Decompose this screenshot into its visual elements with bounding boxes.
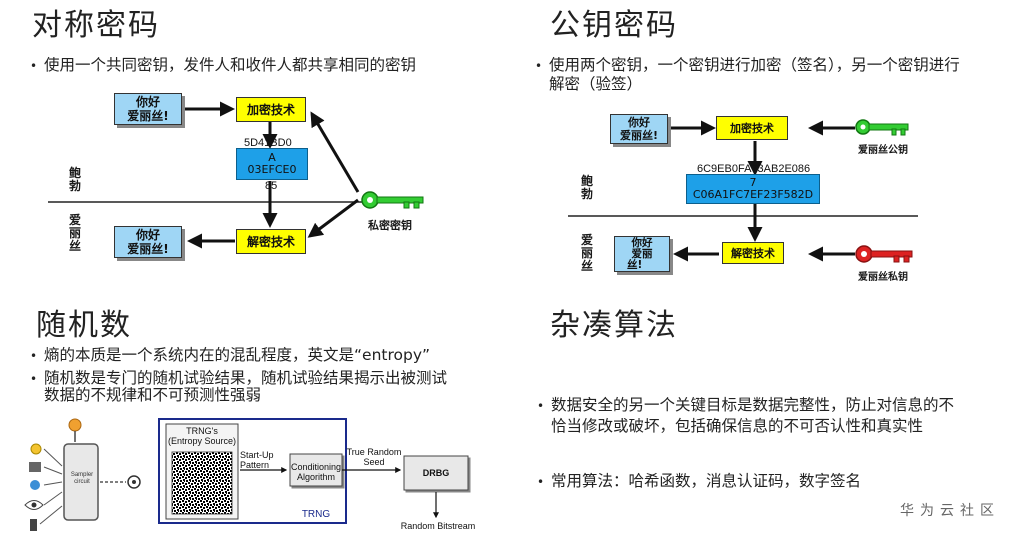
trng-label: TRNG <box>301 509 331 520</box>
alice-text: 爱丽丝! <box>127 242 169 256</box>
bullet-dot: • <box>537 399 545 413</box>
trng-diagram <box>158 418 469 524</box>
alice-text: 爱丽丝! <box>127 109 169 123</box>
bullet-dot: • <box>30 372 38 386</box>
public-key-hello-top: 你好 爱丽丝! <box>610 114 668 144</box>
symmetric-hello-top: 你好 爱丽丝! <box>114 93 182 125</box>
random-bullet-2: • 随机数是专门的随机试验结果，随机试验结果揭示出被测试 数据的不规律和不可预测性… <box>30 370 447 403</box>
private-key-label: 爱丽丝私钥 <box>858 272 908 283</box>
startup-line1: Start-Up <box>240 450 274 460</box>
hello-text: 你好 <box>135 228 160 242</box>
true-random-seed-label: True Random Seed <box>344 447 404 467</box>
symmetric-bullet-text: 使用一个共同密钥，发件人和收件人都共享相同的密钥 <box>44 56 417 74</box>
public-key-icon <box>855 119 909 136</box>
symmetric-ciphertext: A 03EFCE0 <box>236 148 308 180</box>
sampler-line2: circuit <box>74 479 90 485</box>
bob-text: 鲍勃 <box>68 166 81 193</box>
drbg-label: DRBG <box>422 468 450 478</box>
public-key-alice-label: 爱丽丝 <box>580 234 594 273</box>
watermark-text: 华为云社区 <box>900 503 1000 519</box>
sampler-line1: Sampler <box>70 472 94 478</box>
cipher-line: A <box>268 151 276 164</box>
conditioning-line1: Conditioning <box>290 462 342 472</box>
bob-text: 鲍勃 <box>580 174 593 201</box>
symmetric-key-label: 私密密钥 <box>368 219 412 232</box>
sampler-schematic <box>24 418 141 531</box>
trng-source-label: TRNG's (Entropy Source) <box>166 426 238 446</box>
startup-pattern-label: Start-Up Pattern <box>240 450 286 470</box>
bullet-dot: • <box>535 59 543 73</box>
hash-title: 杂凑算法 <box>550 308 678 343</box>
true-random-line2: Seed <box>363 457 385 467</box>
trng-source-line2: (Entropy Source) <box>167 436 237 446</box>
true-random-line1: True Random <box>346 447 402 457</box>
alice-text: 爱丽丝 <box>580 233 593 273</box>
cipher-line: 7 <box>749 176 757 189</box>
random-bullet-2-line1: 随机数是专门的随机试验结果，随机试验结果揭示出被测试 <box>44 369 448 387</box>
hello-text: 你好 <box>135 95 160 109</box>
public-key-ciphertext: 7 C06A1FC7EF23F582D <box>686 174 820 204</box>
hash-bullet-1-line1: 数据安全的另一个关键目标是数据完整性，防止对信息的不 <box>551 396 955 414</box>
public-key-bullet-line2: 解密（验签） <box>549 75 643 93</box>
sampler-label: Sampler circuit <box>66 472 98 486</box>
public-key-bob-label: 鲍勃 <box>580 175 594 201</box>
random-title: 随机数 <box>36 308 132 343</box>
public-key-hello-bottom: 你好 爱丽 丝! <box>614 236 670 272</box>
public-key-bullet: • 使用两个密钥，一个密钥进行加密（签名），另一个密钥进行 解密（验签） <box>535 56 1020 93</box>
symmetric-hello-bottom: 你好 爱丽丝! <box>114 226 182 258</box>
alice-text: 爱丽丝 <box>68 213 81 253</box>
hash-bullet-1-line2: 恰当修改或破坏，包括确保信息的不可否认性和真实性 <box>551 417 924 435</box>
random-bullet-2-line2: 数据的不规律和不可预测性强弱 <box>44 386 262 404</box>
bullet-dot: • <box>30 349 38 363</box>
symmetric-title: 对称密码 <box>32 8 160 43</box>
random-bullet-1: • 熵的本质是一个系统内在的混乱程度，英文是“entropy” <box>30 346 430 365</box>
symmetric-cipher-line-1: 5D41BD0 <box>244 137 292 149</box>
key-icon <box>361 191 424 209</box>
public-key-diagram-lines <box>568 120 918 262</box>
bullet-dot: • <box>30 59 38 73</box>
trng-source-line1: TRNG's <box>186 426 218 436</box>
hash-bullet-2-text: 常用算法：哈希函数，消息认证码，数字签名 <box>551 472 862 490</box>
hash-bullet-1: • 数据安全的另一个关键目标是数据完整性，防止对信息的不 恰当修改或破坏，包括确保… <box>537 395 954 436</box>
public-key-bullet-line1: 使用两个密钥，一个密钥进行加密（签名），另一个密钥进行 <box>549 56 960 74</box>
bullet-dot: • <box>537 475 545 489</box>
hello-text: 你好 <box>628 116 650 129</box>
random-bullet-1-text: 熵的本质是一个系统内在的混乱程度，英文是“entropy” <box>44 346 431 364</box>
startup-line2: Pattern <box>240 460 270 470</box>
symmetric-decrypt-box: 解密技术 <box>236 229 306 254</box>
symmetric-cipher-line-4: 85 <box>265 180 278 192</box>
alice-text-2: 丝! <box>627 258 643 271</box>
public-key-decrypt-box: 解密技术 <box>722 242 784 264</box>
random-bitstream-label: Random Bitstream <box>400 521 476 531</box>
hello-text: 你好 <box>631 236 653 249</box>
public-key-title: 公钥密码 <box>550 8 678 43</box>
alice-text: 爱丽丝! <box>619 129 659 142</box>
public-key-cipher-line-1: 6C9EB0FA73AB2E086 <box>697 163 811 175</box>
conditioning-algorithm-label: Conditioning Algorithm <box>290 462 342 482</box>
symmetric-alice-label: 爱丽丝 <box>68 214 82 253</box>
conditioning-line2: Algorithm <box>296 472 335 482</box>
symmetric-bob-label: 鲍勃 <box>68 167 82 193</box>
alice-text: 爱丽 <box>631 247 653 260</box>
public-key-label: 爱丽丝公钥 <box>858 145 908 156</box>
public-key-encrypt-box: 加密技术 <box>716 116 788 140</box>
symmetric-encrypt-box: 加密技术 <box>236 97 306 122</box>
symmetric-diagram-lines <box>48 101 420 249</box>
cipher-line: 03EFCE0 <box>247 163 297 176</box>
cipher-line: C06A1FC7EF23F582D <box>692 188 814 201</box>
private-key-icon <box>855 245 913 263</box>
symmetric-bullet: • 使用一个共同密钥，发件人和收件人都共享相同的密钥 <box>30 56 416 75</box>
hash-bullet-2: • 常用算法：哈希函数，消息认证码，数字签名 <box>537 472 861 491</box>
